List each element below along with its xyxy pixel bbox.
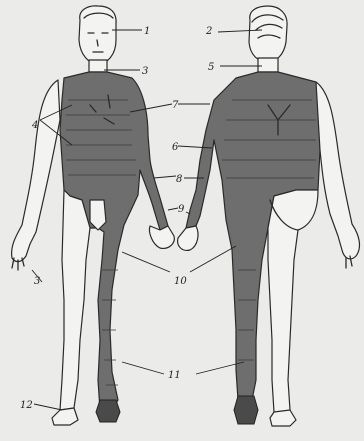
label-4: 4 bbox=[31, 120, 38, 131]
label-11: 11 bbox=[168, 370, 181, 381]
back-right-leg bbox=[268, 190, 318, 414]
back-figure bbox=[178, 6, 360, 426]
front-right-arm bbox=[12, 80, 60, 262]
front-left-leg bbox=[60, 190, 90, 410]
label-10: 10 bbox=[174, 276, 187, 287]
front-head bbox=[79, 6, 116, 64]
label-1: 1 bbox=[144, 26, 150, 37]
label-8: 8 bbox=[176, 174, 182, 185]
label-2: 2 bbox=[205, 26, 212, 37]
back-body-cast bbox=[186, 72, 320, 400]
back-exposed-right-side bbox=[316, 82, 359, 259]
label-3-front: 3 bbox=[142, 66, 148, 77]
label-7: 7 bbox=[172, 100, 179, 111]
label-5: 5 bbox=[208, 62, 214, 73]
label-9: 9 bbox=[178, 204, 185, 215]
label-3-arm: 3 bbox=[34, 276, 40, 287]
label-12: 12 bbox=[20, 400, 33, 411]
front-figure bbox=[12, 6, 175, 425]
label-6: 6 bbox=[172, 142, 179, 153]
